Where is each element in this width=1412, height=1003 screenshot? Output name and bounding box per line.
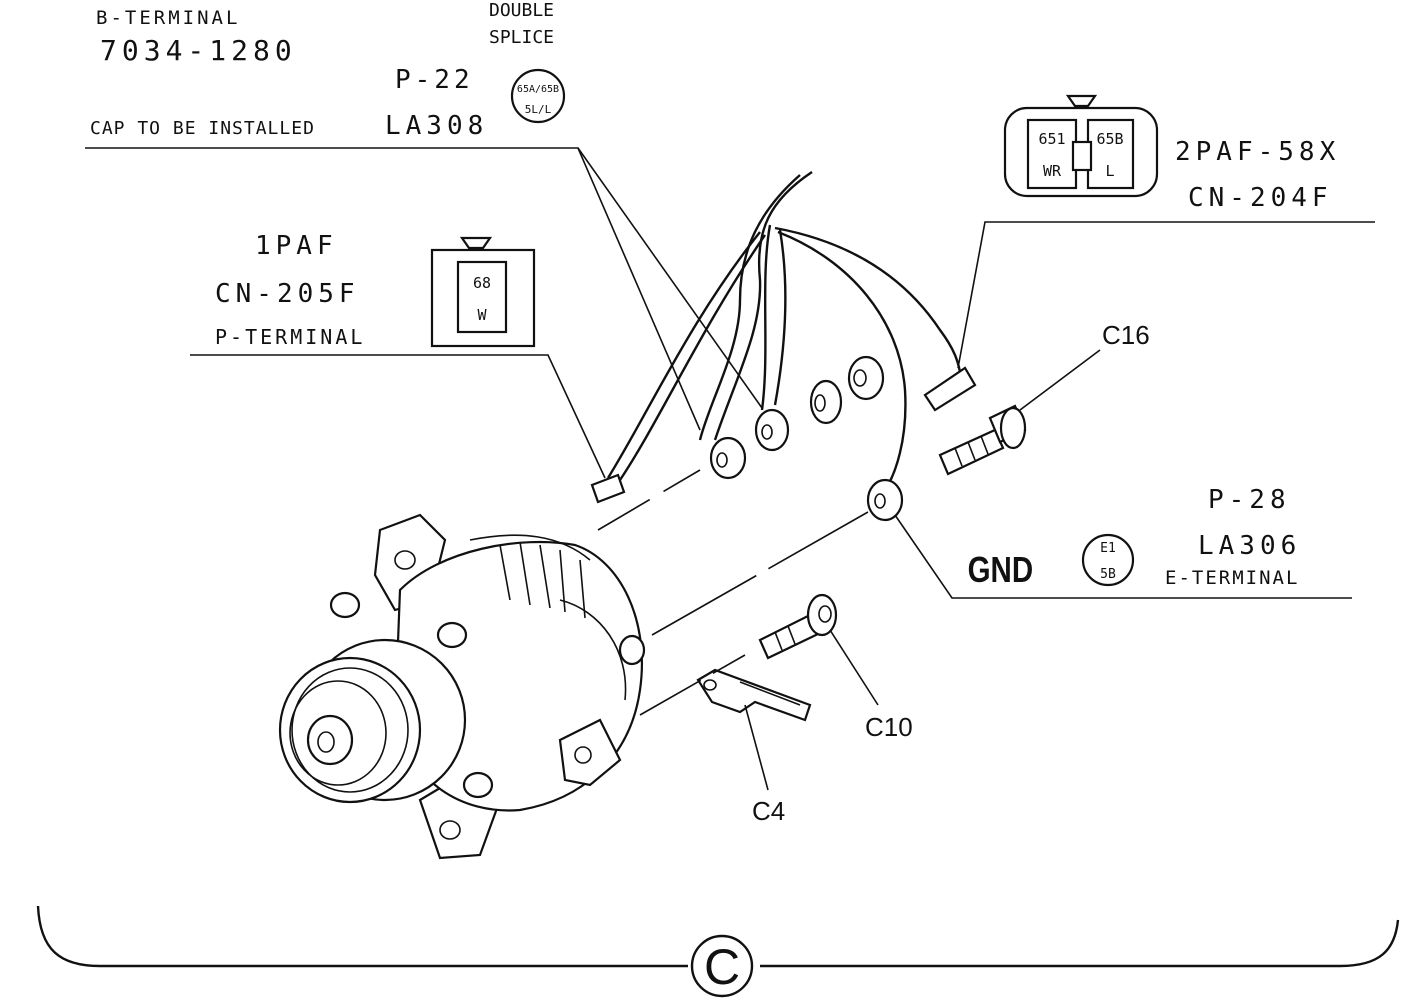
connector-1paf-label: 1PAF [255,231,338,261]
bracket-c4 [696,668,812,722]
bolt-c10 [758,593,838,660]
pin-w-label: W [477,306,487,324]
group-letter: C [704,939,740,995]
pin-wr-label: WR [1043,162,1062,180]
e-5b-label: 5B [1100,567,1116,582]
leader-lines [85,147,1375,599]
c4-leader [744,704,769,791]
cn204f-plug [923,366,977,412]
splice-top-label: 65A/65B [517,84,559,95]
p28-label: P-28 [1208,485,1291,515]
c10-leader [829,629,879,706]
p22-label: P-22 [395,65,474,95]
washer [809,379,843,425]
pin-65b-label: 65B [1096,130,1123,148]
c4-label: C4 [752,796,785,826]
bolt-c16 [938,404,1027,476]
b-terminal-label: B-TERMINAL [96,7,240,29]
wire-harness [606,171,962,491]
cn204f-label: CN-204F [1188,183,1333,213]
double-splice-symbol [510,68,566,124]
c10-label: C10 [865,712,913,742]
e-terminal-label: E-TERMINAL [1165,567,1299,589]
nut [847,355,885,401]
pin-l-label: L [1105,162,1114,180]
pin-651-label: 651 [1038,130,1065,148]
c16-label: C16 [1102,320,1150,350]
cap-note-label: CAP TO BE INSTALLED [90,118,315,139]
e1-label: E1 [1100,541,1116,556]
p-terminal-plug [590,473,626,504]
la306-label: LA306 [1198,531,1301,561]
e-terminal-ring [866,478,904,522]
b-terminal-part-number: 7034-1280 [100,34,297,67]
gnd-label: GND [968,549,1034,589]
la308-label: LA308 [385,111,488,141]
cn205f-label: CN-205F [215,279,360,309]
c16-leader [1019,349,1101,411]
b-terminal-rings [709,408,790,480]
ground-symbol [1081,533,1135,587]
cn205f-connector-face [430,236,536,348]
splice-bottom-label: 5L/L [525,103,552,116]
assembly-guides [597,469,869,716]
alternator [278,513,646,860]
pin-68-label: 68 [473,274,491,292]
group-brace [36,905,1400,998]
p-terminal-label: P-TERMINAL [215,325,365,349]
connector-2paf-label: 2PAF-58X [1175,137,1340,167]
cn204f-connector-face [1003,94,1159,198]
double-splice-label-1: DOUBLE [489,0,554,21]
double-splice-label-2: SPLICE [489,27,554,48]
